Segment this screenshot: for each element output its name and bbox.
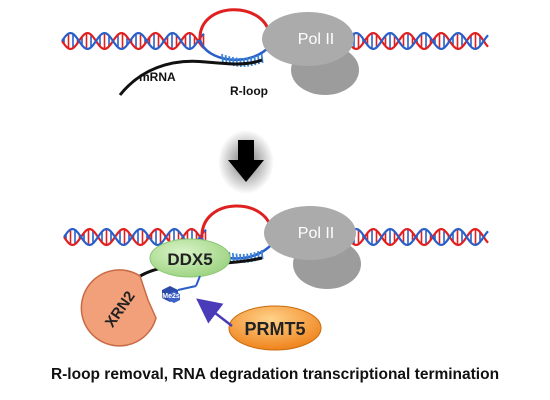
me2s-methylation-mark: [162, 275, 201, 303]
dna-helix-left-bottom: [63, 227, 207, 247]
pol-ii-label-top: Pol II: [298, 31, 334, 48]
dna-helix-right-bottom: [351, 227, 489, 247]
dna-backbone: [351, 31, 489, 51]
mrna-label: mRNA: [139, 70, 176, 84]
me2s-label: Me2s: [162, 293, 180, 300]
top-panel: Pol II mRNA R-loop: [61, 8, 489, 98]
dna-backbone: [351, 31, 489, 51]
prmt5-to-me2s-arrow: [196, 298, 233, 327]
prmt5-label: PRMT5: [244, 319, 305, 339]
transition-arrow: [218, 130, 274, 194]
rloop-label: R-loop: [230, 84, 268, 98]
bottom-panel: Pol II DDX5 XRN2 Me2s PRMT5: [63, 204, 489, 351]
xrn2-protein: [80, 269, 157, 347]
figure-caption: R-loop removal, RNA degradation transcri…: [50, 366, 500, 383]
dna-backbone: [351, 227, 489, 247]
dna-backbone: [351, 227, 489, 247]
ddx5-label: DDX5: [167, 250, 212, 269]
displaced-strand-bottom: [200, 204, 274, 239]
dna-helix-right-top: [351, 31, 489, 51]
template-strand-top: [198, 39, 271, 61]
dna-backbone: [63, 227, 207, 247]
mrna-strand-top: [118, 58, 263, 96]
hybrid-base-pair: [260, 53, 264, 64]
hybrid-base-pair: [231, 252, 235, 263]
pol-ii-bottom: [264, 206, 361, 289]
hybrid-base-pair: [221, 53, 224, 64]
ddx5-protein: [149, 238, 231, 278]
pol-ii-label-bottom: Pol II: [298, 225, 334, 242]
dna-backbone: [61, 31, 205, 51]
dna-backbone: [63, 227, 207, 247]
prmt5-protein: [228, 305, 322, 351]
hybrid-base-pair: [260, 249, 264, 260]
displaced-strand-top: [198, 8, 272, 41]
dna-backbone: [61, 31, 205, 51]
pol-ii-top: [262, 12, 359, 95]
dna-helix-left-top: [61, 31, 205, 51]
